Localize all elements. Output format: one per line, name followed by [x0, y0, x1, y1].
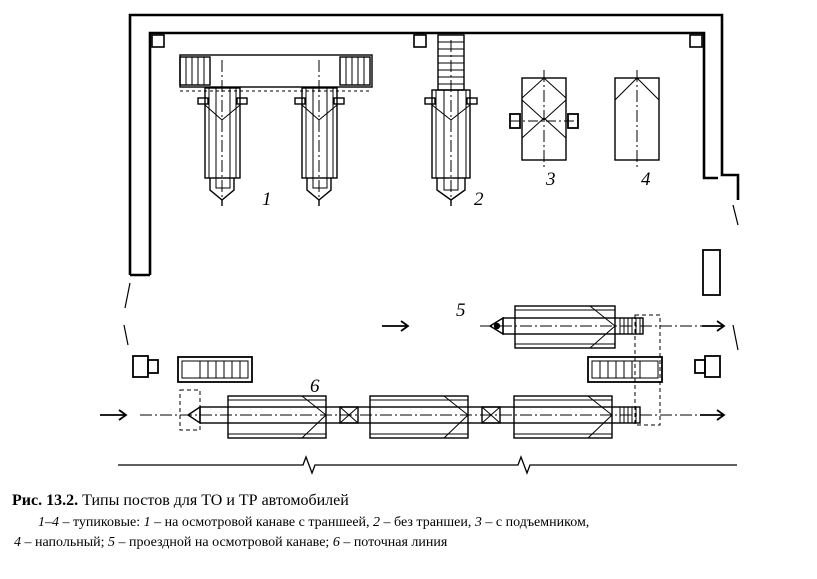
- post-3: 3: [509, 70, 579, 190]
- arrow-in-5: [382, 320, 410, 332]
- unit-right: [704, 355, 721, 378]
- column: [689, 34, 703, 48]
- post-4: 4: [614, 70, 660, 190]
- mirror: [333, 97, 345, 105]
- stairs-left-steps: [185, 57, 205, 85]
- trench-outline: [634, 314, 661, 426]
- caption-text: – напольный;: [21, 535, 108, 550]
- caption-ref: 6: [332, 535, 340, 550]
- pit: [215, 87, 231, 189]
- stairs-left: [179, 56, 211, 86]
- unit-right-small: [694, 359, 706, 374]
- door-left-lower: [123, 324, 129, 346]
- post-6: 6: [100, 356, 726, 439]
- stairs-right: [587, 356, 663, 383]
- caption-ref: 1–4: [38, 515, 59, 530]
- door-right-lower: [732, 324, 739, 351]
- caption-title: Рис. 13.2. Типы постов для ТО и ТР автом…: [12, 492, 349, 510]
- caption-ref: 1: [143, 515, 151, 530]
- mirror: [424, 97, 436, 105]
- stairs-left: [177, 356, 253, 383]
- caption-text: – проездной на осмотровой канаве;: [114, 535, 333, 550]
- label-1: 1: [262, 189, 272, 210]
- arrow-out-5: [702, 320, 726, 332]
- label-3: 3: [545, 169, 556, 190]
- unit-left: [132, 355, 149, 378]
- inner-wall: [148, 31, 718, 275]
- door-right-upper: [732, 204, 739, 226]
- unit-left-small: [147, 359, 159, 374]
- caption-ref: 2: [373, 515, 381, 530]
- stairs-right-inner: [591, 360, 659, 379]
- figure-title: Типы постов для ТО и ТР автомобилей: [82, 492, 349, 509]
- diagram-svg: 1 2 3 4: [100, 13, 740, 475]
- arrow-in-6: [100, 409, 128, 421]
- stairs-right: [339, 56, 371, 86]
- arrow-out-6: [700, 409, 726, 421]
- mirror: [466, 97, 478, 105]
- column: [413, 34, 427, 48]
- label-2: 2: [474, 189, 484, 210]
- caption-line-1: 1–4 – тупиковые: 1 – на осмотровой канав…: [38, 515, 589, 531]
- column: [151, 34, 165, 48]
- mirror: [236, 97, 248, 105]
- dimension-line-path: [118, 455, 737, 475]
- post-1: 1: [179, 54, 373, 210]
- stairs-right-steps: [345, 57, 365, 85]
- building-walls: [128, 13, 740, 277]
- mirror: [294, 97, 306, 105]
- caption-ref: 5: [107, 535, 115, 550]
- post-2: 2: [424, 34, 484, 210]
- trench: [179, 54, 373, 88]
- label-6: 6: [310, 376, 320, 397]
- figure-number: Рис. 13.2.: [12, 492, 79, 509]
- post-5: 5: [382, 300, 726, 426]
- pit: [312, 87, 328, 189]
- wall-units: [132, 249, 721, 378]
- trench-outline-left: [179, 389, 201, 431]
- caption-text: – с подъемником,: [481, 515, 590, 530]
- columns: [151, 34, 703, 48]
- outer-wall: [128, 13, 740, 275]
- mirror: [197, 97, 209, 105]
- layout-diagram: 1 2 3 4: [100, 13, 740, 475]
- vehicle-1a: [197, 60, 248, 206]
- doors: [123, 204, 739, 351]
- vehicle-body: [369, 395, 469, 439]
- label-4: 4: [641, 169, 651, 190]
- caption-text: – поточная линия: [339, 535, 448, 550]
- label-5: 5: [456, 300, 466, 321]
- door-left-upper: [124, 282, 131, 309]
- dimension-line: [118, 455, 737, 475]
- caption-text: – на осмотровой канаве с траншеей,: [150, 515, 374, 530]
- vehicle-body: [513, 395, 613, 439]
- caption-ref: 4: [14, 535, 21, 550]
- cabinet-right: [702, 249, 721, 296]
- caption-text: – тупиковые:: [59, 515, 144, 530]
- stairs-left-inner: [181, 360, 249, 379]
- caption-text: – без траншеи,: [380, 515, 475, 530]
- vehicle-body: [514, 305, 616, 349]
- vehicle-1b: [294, 60, 345, 206]
- caption-line-2: 4 – напольный; 5 – проездной на осмотров…: [14, 535, 447, 551]
- vehicle-body: [227, 395, 327, 439]
- caption-ref: 3: [474, 515, 482, 530]
